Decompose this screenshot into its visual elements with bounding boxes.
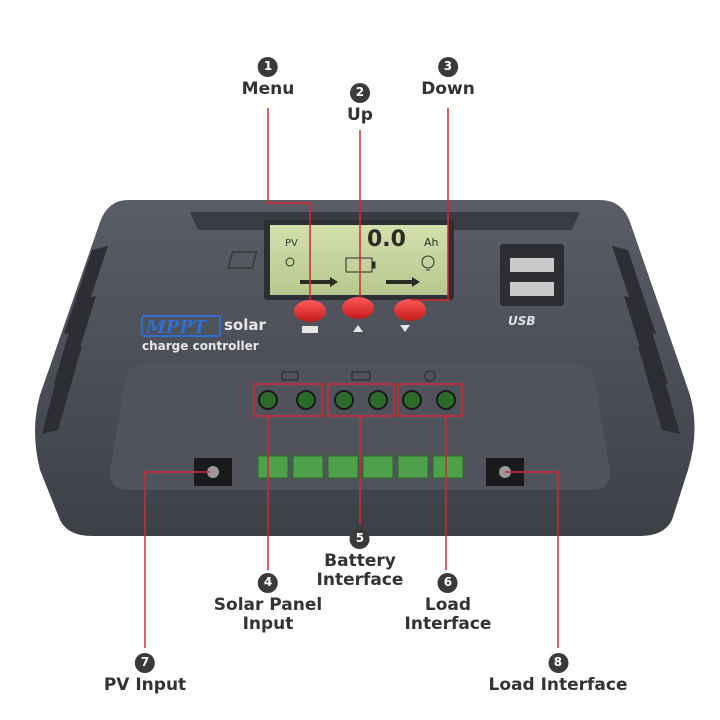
brand-solar: solar: [224, 316, 266, 334]
brand-box: [141, 315, 221, 337]
callout-number-6: 6: [437, 572, 458, 593]
left-vents: [42, 246, 108, 434]
callout-number-7: 7: [135, 652, 155, 673]
terminal-highlight-boxes: [253, 383, 463, 417]
lcd-reading: 0.0: [367, 227, 406, 252]
callout-label-input: Input: [242, 613, 294, 634]
up-button[interactable]: [342, 297, 374, 319]
callout-number-8: 8: [547, 652, 568, 673]
up-triangle-icon: [353, 325, 363, 332]
callout-solar-panel-input: 4 Solar Panel Input: [214, 572, 322, 634]
callout-load-interface-jack: 8 Load Interface: [488, 652, 628, 695]
pv-input-jack[interactable]: [194, 458, 232, 486]
brand-mppt: MPPT: [145, 317, 208, 338]
callout-label-battery: Battery: [324, 550, 396, 571]
solar-terminal-icon: [281, 371, 299, 381]
callout-label-pv-input: PV Input: [103, 674, 187, 695]
usb-port-bottom[interactable]: [510, 282, 554, 296]
lcd-screen: [270, 225, 448, 295]
callout-label-load-interface-jack: Load Interface: [488, 674, 628, 695]
callout-battery-interface: 5 Battery Interface: [316, 528, 404, 590]
callout-label-battery-interface: Interface: [316, 569, 404, 590]
right-vents: [612, 246, 680, 434]
brand-subtitle: charge controller: [142, 339, 259, 353]
callout-label-load: Load: [424, 594, 472, 615]
callout-menu: 1 Menu: [241, 56, 295, 99]
green-terminal-blocks: [257, 455, 464, 479]
usb-port-top[interactable]: [510, 258, 554, 272]
callout-load-terminal: 6 Load Interface: [404, 572, 492, 634]
lcd-flow-arrows-icon: [300, 277, 420, 287]
down-button[interactable]: [394, 299, 426, 321]
callout-number-1: 1: [258, 56, 278, 77]
callout-label-menu: Menu: [241, 78, 295, 99]
usb-label: USB: [508, 314, 536, 328]
lcd-solar-icon: [227, 251, 295, 269]
callout-pv-input: 7 PV Input: [104, 652, 186, 695]
callout-down: 3 Down: [421, 56, 475, 99]
terminal-screws: [258, 390, 456, 410]
callout-leader-lines: [144, 108, 559, 648]
callout-number-4: 4: [258, 572, 278, 593]
lcd-bulb-icon: [421, 255, 435, 271]
callout-up: 2 Up: [347, 82, 373, 125]
load-terminal-icon: [424, 370, 436, 382]
lcd-pv-label: PV: [285, 238, 298, 249]
callout-label-up: Up: [347, 104, 373, 125]
menu-button[interactable]: [294, 300, 326, 322]
lcd-battery-icon: [345, 257, 376, 273]
callout-label-load-interface: Interface: [404, 613, 492, 634]
battery-terminal-icon: [351, 371, 371, 381]
callout-number-2: 2: [349, 82, 370, 103]
callout-number-5: 5: [349, 528, 370, 549]
menu-glyph-icon: [302, 326, 318, 333]
button-glyphs: [302, 325, 410, 333]
lcd-unit: Ah: [424, 236, 439, 249]
terminal-glyphs: [281, 370, 436, 382]
down-triangle-icon: [400, 325, 410, 332]
callout-number-3: 3: [437, 56, 458, 77]
callout-label-down: Down: [421, 78, 475, 99]
callout-label-solar-panel: Solar Panel: [213, 594, 323, 615]
usb-housing: [500, 244, 564, 306]
